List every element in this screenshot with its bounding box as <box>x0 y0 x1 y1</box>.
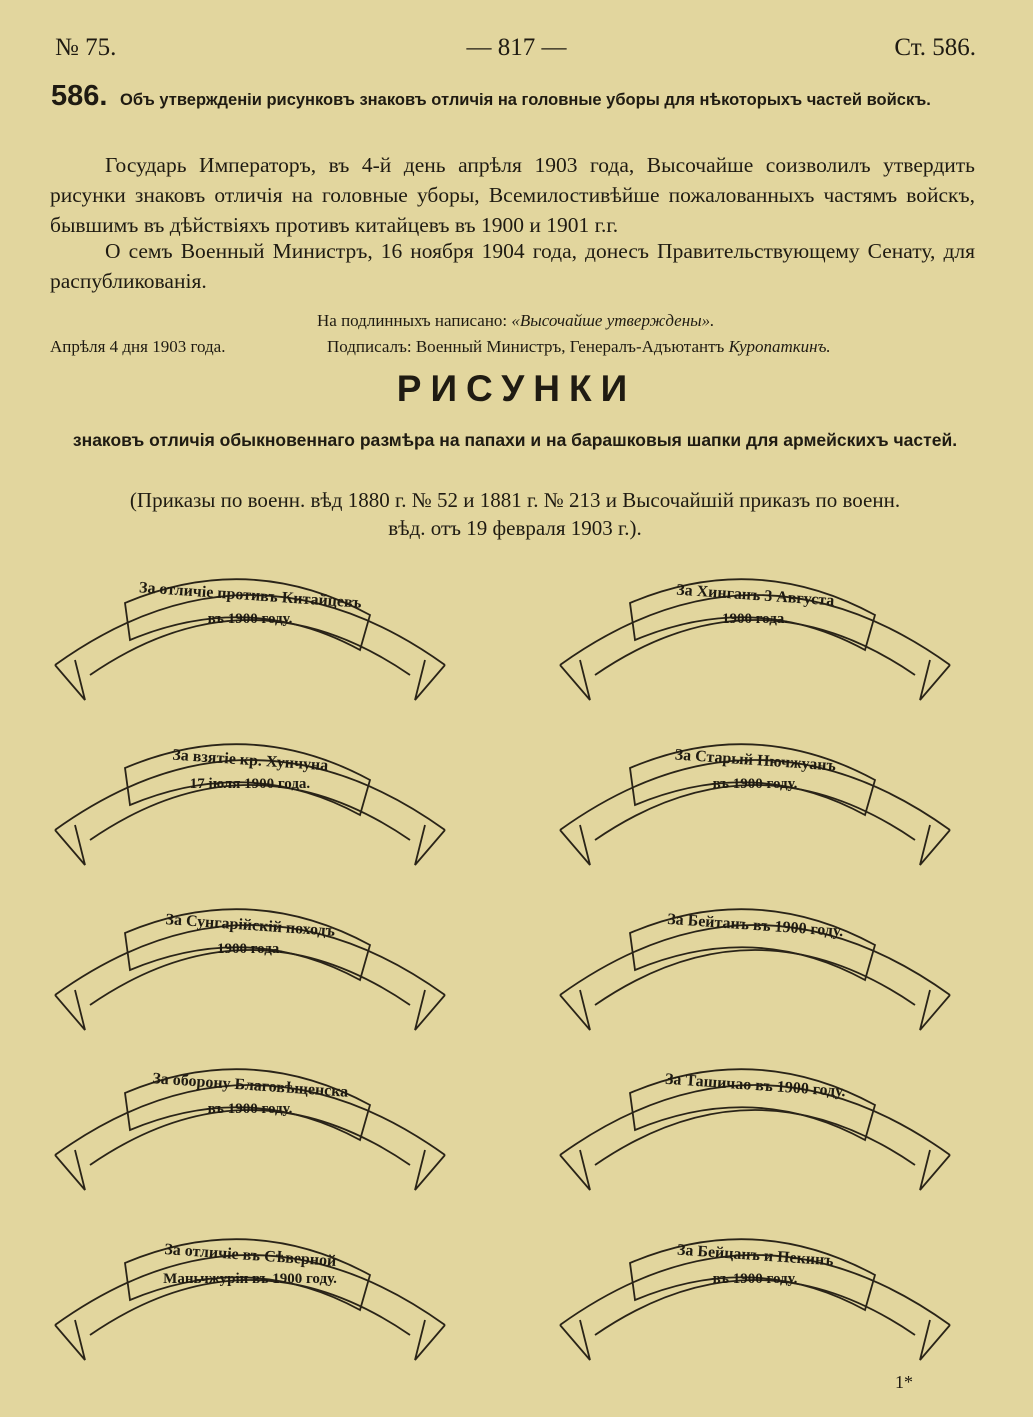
ribbon-text-line-2: въ 1900 году. <box>208 1101 293 1117</box>
printer-signature-mark: 1* <box>895 1372 913 1392</box>
ribbon-text-line-1: За оборону Благовѣщенска <box>152 1070 349 1101</box>
ribbon-text-line-2: 1900 года. <box>722 611 788 627</box>
orders-reference: (Приказы по военн. вѣд 1880 г. № 52 и 18… <box>50 486 980 542</box>
ribbon-text-line-2: въ 1900 году. <box>713 1271 798 1287</box>
article-paragraph-2: О семъ Военный Министръ, 16 ноября 1904 … <box>50 239 975 293</box>
signature-date: Апрѣля 4 дня 1903 года. <box>50 337 226 356</box>
ribbon-text-line-1: За Старый Нючжуанъ <box>674 746 836 774</box>
ribbon-text-line-1: За Ташичао въ 1900 году. <box>664 1071 846 1101</box>
ribbon-banner: За Ташичао въ 1900 году. <box>559 1068 951 1191</box>
ribbon-banner: За Старый Нючжуанъ въ 1900 году. <box>559 743 951 866</box>
ribbon-text-line-1: За Сунгарiйскiй походъ <box>165 911 336 940</box>
ribbon-banner: За Бейтанъ въ 1900 году. <box>559 908 951 1031</box>
signature-line: Подписалъ: Военный Министръ, Генералъ-Ад… <box>327 337 831 357</box>
ribbon-text-line-1: За Бейцанъ и Пекинъ <box>676 1242 834 1270</box>
original-inscription: На подлинныхъ написано: «Высочайше утвер… <box>317 311 714 331</box>
orders-line-2: вѣд. отъ 19 февраля 1903 г.). <box>388 516 642 540</box>
section-title: РИСУНКИ <box>396 368 637 409</box>
article-paragraph-1: Государь Императоръ, въ 4-й день апрѣля … <box>50 153 975 237</box>
ribbon-text-line-2: Маньчжурiи въ 1900 году. <box>163 1271 337 1287</box>
ribbon-text-line-1: За Хинганъ 3 Августа <box>676 582 835 610</box>
inscription-label: На подлинныхъ написано: <box>317 311 512 330</box>
ribbon-text-line-1: За отличiе въ Сѣверной <box>164 1241 337 1270</box>
page-number: — 817 — <box>466 34 567 61</box>
ribbon-text-line-2: 1900 года. <box>217 941 283 957</box>
issue-number: № 75. <box>55 34 117 61</box>
article-number: 586. <box>51 80 108 112</box>
article-title: Объ утвержденiи рисунковъ знаковъ отличi… <box>120 91 931 109</box>
ribbon-text-line-1: За взятiе кр. Хунчуна <box>172 747 329 775</box>
inscription-value: «Высочайше утверждены». <box>511 311 715 330</box>
ribbon-text-line-2: 17 iюля 1900 года. <box>190 776 311 792</box>
ribbon-text-line-2: въ 1900 году. <box>713 776 798 792</box>
signed-name: Куропаткинъ. <box>728 337 831 356</box>
orders-line-1: (Приказы по военн. вѣд 1880 г. № 52 и 18… <box>129 488 901 512</box>
signed-label: Подписалъ: Военный Министръ, Генералъ-Ад… <box>327 337 729 356</box>
section-subtitle: знаковъ отличiя обыкновеннаго размѣра на… <box>72 430 958 450</box>
ribbon-text-line-1: За Бейтанъ въ 1900 году. <box>667 911 844 940</box>
article-reference: Ст. 586. <box>894 34 976 61</box>
ribbon-text-line-2: въ 1900 году. <box>208 611 293 627</box>
